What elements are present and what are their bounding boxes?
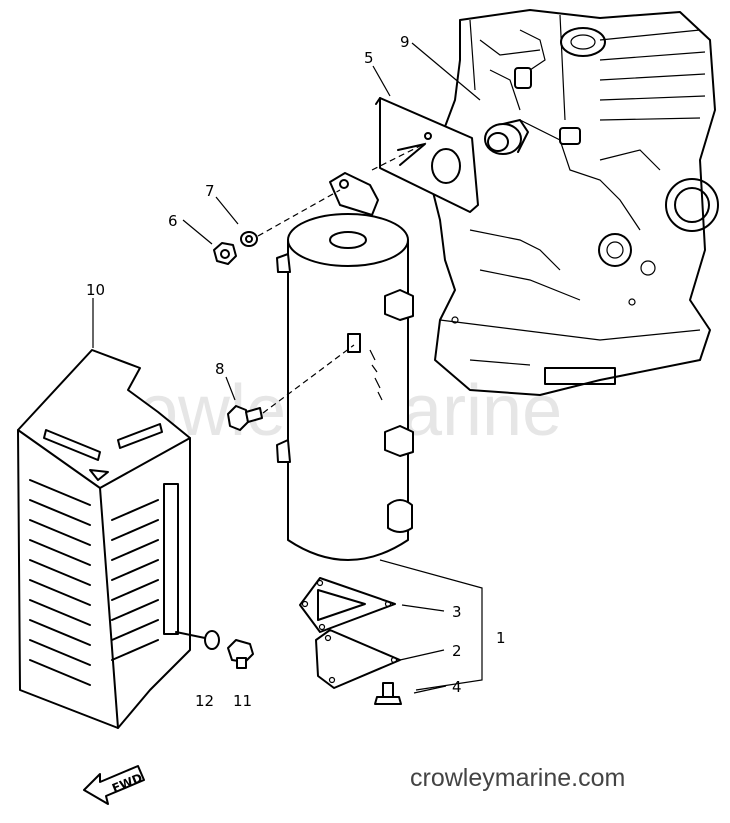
washer bbox=[240, 231, 258, 247]
bolt-8 bbox=[227, 405, 263, 431]
exhaust-gasket bbox=[375, 97, 479, 213]
flange-gasket bbox=[299, 577, 396, 633]
bolt-11 bbox=[227, 639, 254, 669]
callout-11: 11 bbox=[233, 692, 252, 710]
washer-12 bbox=[175, 630, 220, 650]
nut bbox=[213, 242, 237, 265]
callout-1: 1 bbox=[496, 629, 506, 647]
cover-plate bbox=[315, 629, 401, 689]
callout-7: 7 bbox=[205, 182, 215, 200]
callout-12: 12 bbox=[195, 692, 214, 710]
callout-5: 5 bbox=[364, 49, 374, 67]
muffler bbox=[276, 172, 414, 561]
fwd-arrow-icon: FWD bbox=[83, 765, 145, 805]
callout-9: 9 bbox=[400, 33, 410, 51]
callout-10: 10 bbox=[86, 281, 105, 299]
exhaust-cover bbox=[17, 349, 191, 729]
callout-2: 2 bbox=[452, 642, 462, 660]
callout-3: 3 bbox=[452, 603, 462, 621]
exhaust-spacer bbox=[484, 119, 529, 155]
engine-block bbox=[429, 9, 719, 396]
callout-4: 4 bbox=[452, 678, 462, 696]
callout-8: 8 bbox=[215, 360, 225, 378]
assembly-lines bbox=[257, 142, 427, 414]
site-url: crowleymarine.com bbox=[410, 764, 625, 792]
bolt-4 bbox=[374, 682, 402, 705]
callout-6: 6 bbox=[168, 212, 178, 230]
leader-lines bbox=[92, 42, 483, 694]
callout-labels: 1 2 3 4 5 6 7 8 9 10 11 12 bbox=[86, 33, 506, 710]
